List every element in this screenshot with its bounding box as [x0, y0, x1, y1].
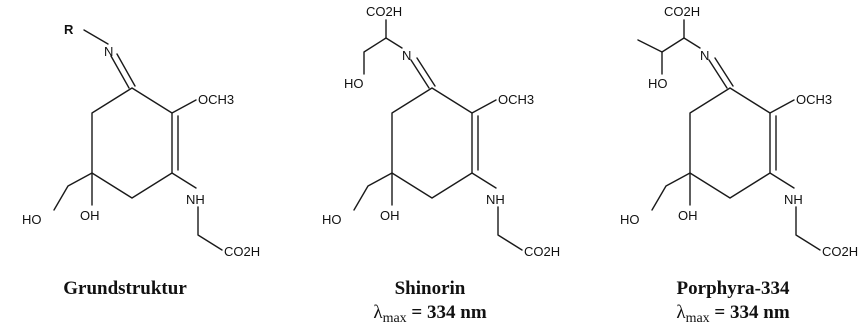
n-label: N [700, 48, 709, 63]
glycine-chain [497, 206, 523, 251]
nh-label: NH [186, 192, 205, 207]
ho-label: HO [322, 212, 342, 227]
r-label: R [64, 22, 74, 37]
nh-bond [769, 172, 795, 189]
ome-label: OCH3 [198, 92, 234, 107]
hydroxymethyl-bond [353, 172, 393, 211]
cooh-label: CO2H [822, 244, 858, 259]
ho-label: HO [620, 212, 640, 227]
n-ca-bond [683, 37, 701, 49]
ome-bond [769, 99, 795, 114]
imine-bond-2 [714, 57, 734, 87]
caption-porphyra-334: Porphyra-334 [676, 278, 790, 299]
ome-label: OCH3 [498, 92, 534, 107]
ca-cb-bond [661, 37, 685, 53]
lambda-value: = 334 nm [714, 302, 790, 323]
lambda-subscript: max [685, 311, 710, 326]
cooh-label: CO2H [224, 244, 260, 259]
ring-bonds [391, 87, 473, 199]
ome-bond [171, 99, 197, 114]
n-label: N [402, 48, 411, 63]
ome-bond [471, 99, 497, 114]
ca-ch2-bond [363, 37, 387, 75]
cb-methyl-bond [637, 39, 663, 53]
lambda-max-porphyra: λmax = 334 nm [648, 302, 818, 327]
imine-bond-2 [116, 53, 136, 87]
n-label: N [104, 44, 113, 59]
imine-bond [708, 59, 728, 89]
cooh-top-label: CO2H [366, 4, 402, 19]
hydroxymethyl-bond [53, 172, 93, 211]
glycine-chain [197, 206, 223, 251]
lambda-symbol: λ [373, 302, 383, 323]
n-r-bond [83, 29, 109, 45]
imine-bond [410, 59, 430, 89]
caption-grundstruktur: Grundstruktur [63, 278, 187, 299]
ho-label: HO [22, 212, 42, 227]
ho-side-label: HO [648, 76, 668, 91]
nh-bond [171, 172, 197, 189]
caption-shinorin: Shinorin [394, 278, 466, 299]
lambda-value: = 334 nm [411, 302, 487, 323]
nh-label: NH [486, 192, 505, 207]
ome-label: OCH3 [796, 92, 832, 107]
ho-side-label: HO [344, 76, 364, 91]
hydroxymethyl-bond [651, 172, 691, 211]
ring-bonds [91, 87, 173, 199]
oh-label: OH [380, 208, 400, 223]
cooh-label: CO2H [524, 244, 560, 259]
nh-label: NH [784, 192, 803, 207]
structure-porphyra-334: CO2H HO N OCH3 NH CO2H HO OH [620, 4, 858, 259]
ring-bonds [689, 87, 771, 199]
cooh-top-label: CO2H [664, 4, 700, 19]
lambda-max-shinorin: λmax = 334 nm [345, 302, 515, 327]
structure-shinorin: CO2H HO N OCH3 NH CO2H HO OH [322, 4, 560, 259]
imine-bond [110, 55, 130, 89]
glycine-chain [795, 206, 821, 251]
oh-label: OH [80, 208, 100, 223]
nh-bond [471, 172, 497, 189]
n-ca-bond [385, 37, 403, 49]
structure-grundstruktur: R N OCH3 NH CO2H HO OH [22, 22, 260, 259]
lambda-symbol: λ [676, 302, 686, 323]
lambda-subscript: max [382, 311, 407, 326]
oh-label: OH [678, 208, 698, 223]
imine-bond-2 [416, 57, 436, 87]
